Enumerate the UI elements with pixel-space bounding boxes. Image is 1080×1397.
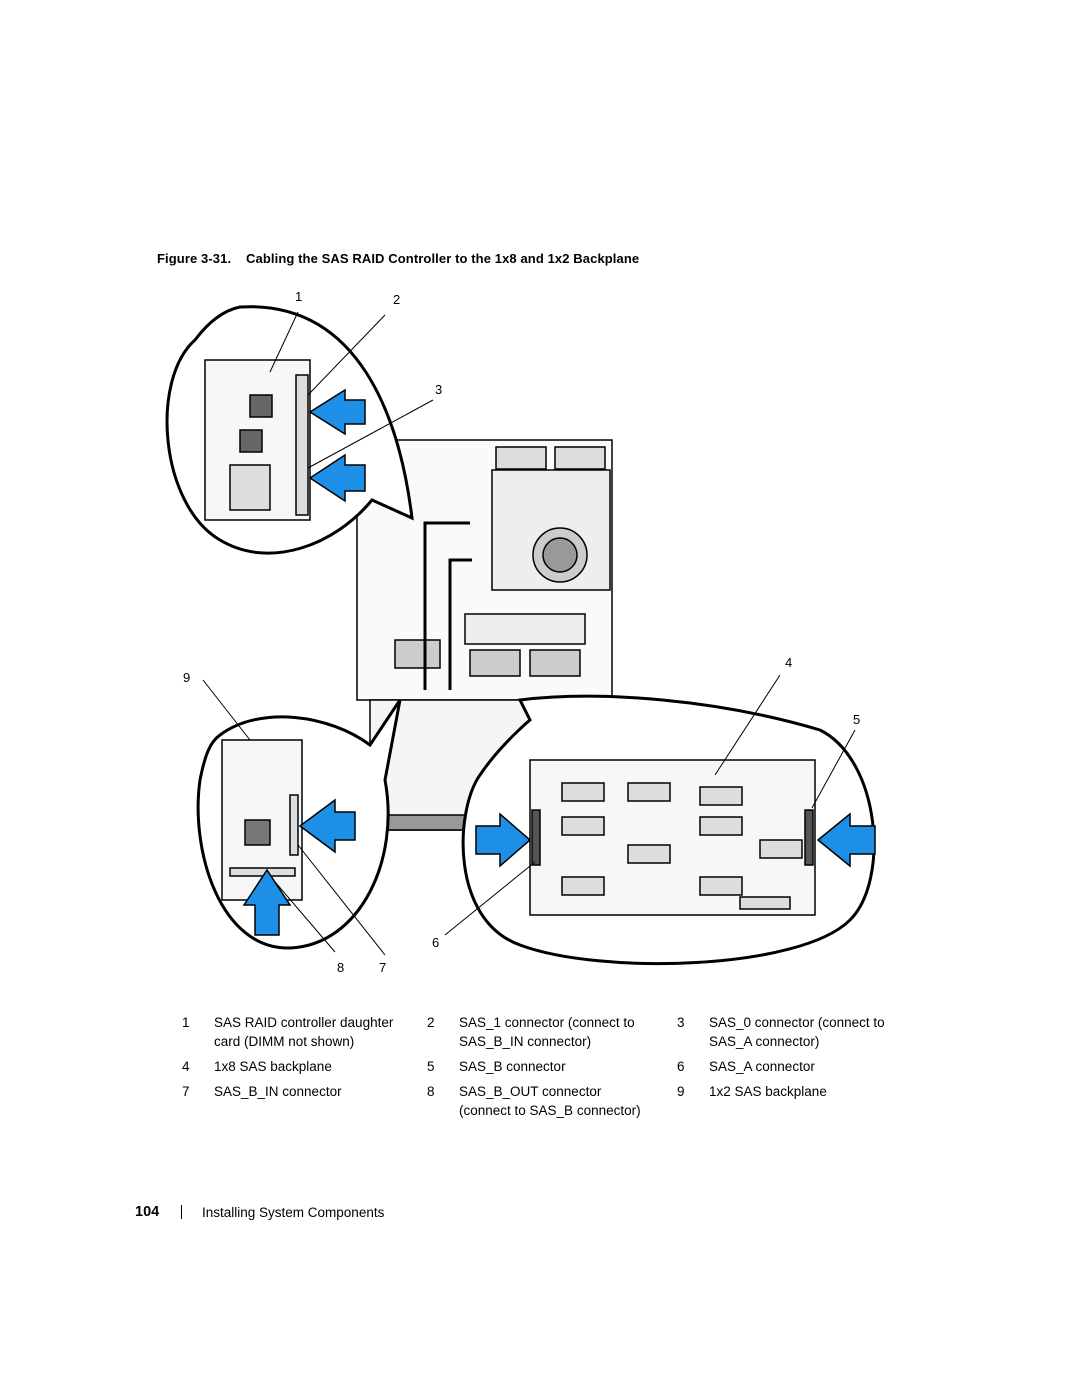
arrow-sas-b-in — [298, 798, 356, 854]
callout-7: 7 — [379, 960, 387, 975]
legend-row: 4 1x8 SAS backplane 5 SAS_B connector 6 … — [182, 1057, 902, 1076]
section-title: Installing System Components — [202, 1204, 385, 1220]
callout-8: 8 — [337, 960, 345, 975]
dimm-bank — [495, 446, 547, 470]
figure-title: Cabling the SAS RAID Controller to the 1… — [246, 251, 640, 266]
arrow-sas-a — [475, 812, 532, 868]
sas-cable-b — [448, 558, 472, 690]
arrow-sas-b-out — [242, 868, 292, 936]
legend-text: SAS_B_IN connector — [214, 1084, 342, 1099]
legend-row: 7 SAS_B_IN connector 8 SAS_B_OUT connect… — [182, 1082, 902, 1120]
legend-text: 1x8 SAS backplane — [214, 1059, 332, 1074]
callout-6: 6 — [432, 935, 440, 950]
callout-2: 2 — [393, 292, 401, 307]
legend-number: 6 — [677, 1059, 685, 1074]
figure-label: Figure 3-31. — [157, 251, 232, 266]
legend-number: 2 — [427, 1015, 435, 1030]
callout-9: 9 — [183, 670, 191, 685]
figure-caption: Figure 3-31. Cabling the SAS RAID Contro… — [157, 251, 639, 266]
legend-item: 2 SAS_1 connector (connect to SAS_B_IN c… — [427, 1013, 677, 1051]
legend-number: 3 — [677, 1015, 685, 1030]
legend-item: 8 SAS_B_OUT connector (connect to SAS_B … — [427, 1082, 677, 1120]
legend-item: 4 1x8 SAS backplane — [182, 1057, 427, 1076]
legend-row: 1 SAS RAID controller daughter card (DIM… — [182, 1013, 902, 1051]
legend-number: 8 — [427, 1084, 435, 1099]
legend-number: 4 — [182, 1059, 190, 1074]
legend-text: SAS_B_OUT connector (connect to SAS_B co… — [459, 1084, 641, 1118]
callout-3: 3 — [435, 382, 443, 397]
legend-number: 9 — [677, 1084, 685, 1099]
legend-item: 5 SAS_B connector — [427, 1057, 677, 1076]
arrow-sas1 — [308, 388, 366, 436]
arrow-sas0 — [308, 453, 366, 503]
legend-number: 5 — [427, 1059, 435, 1074]
page-number: 104 — [135, 1204, 160, 1220]
legend-item: 9 1x2 SAS backplane — [677, 1082, 902, 1120]
legend-number: 7 — [182, 1084, 190, 1099]
callout-1: 1 — [295, 289, 303, 304]
legend-text: SAS_A connector — [709, 1059, 815, 1074]
page-footer: 104 Installing System Components — [135, 1204, 384, 1220]
legend-text: SAS RAID controller daughter card (DIMM … — [214, 1015, 394, 1049]
callout-4: 4 — [785, 655, 793, 670]
legend-text: 1x2 SAS backplane — [709, 1084, 827, 1099]
cabling-diagram — [165, 305, 876, 966]
legend-text: SAS_B connector — [459, 1059, 566, 1074]
legend-text: SAS_0 connector (connect to SAS_A connec… — [709, 1015, 885, 1049]
legend-item: 7 SAS_B_IN connector — [182, 1082, 427, 1120]
legend-item: 1 SAS RAID controller daughter card (DIM… — [182, 1013, 427, 1051]
footer-divider — [181, 1205, 182, 1219]
arrow-sas-b — [816, 812, 876, 868]
legend-text: SAS_1 connector (connect to SAS_B_IN con… — [459, 1015, 635, 1049]
legend-number: 1 — [182, 1015, 190, 1030]
figure-legend: 1 SAS RAID controller daughter card (DIM… — [182, 1013, 902, 1120]
callout-5: 5 — [853, 712, 861, 727]
legend-item: 3 SAS_0 connector (connect to SAS_A conn… — [677, 1013, 902, 1051]
legend-item: 6 SAS_A connector — [677, 1057, 902, 1076]
sas-cable-a — [423, 521, 470, 690]
